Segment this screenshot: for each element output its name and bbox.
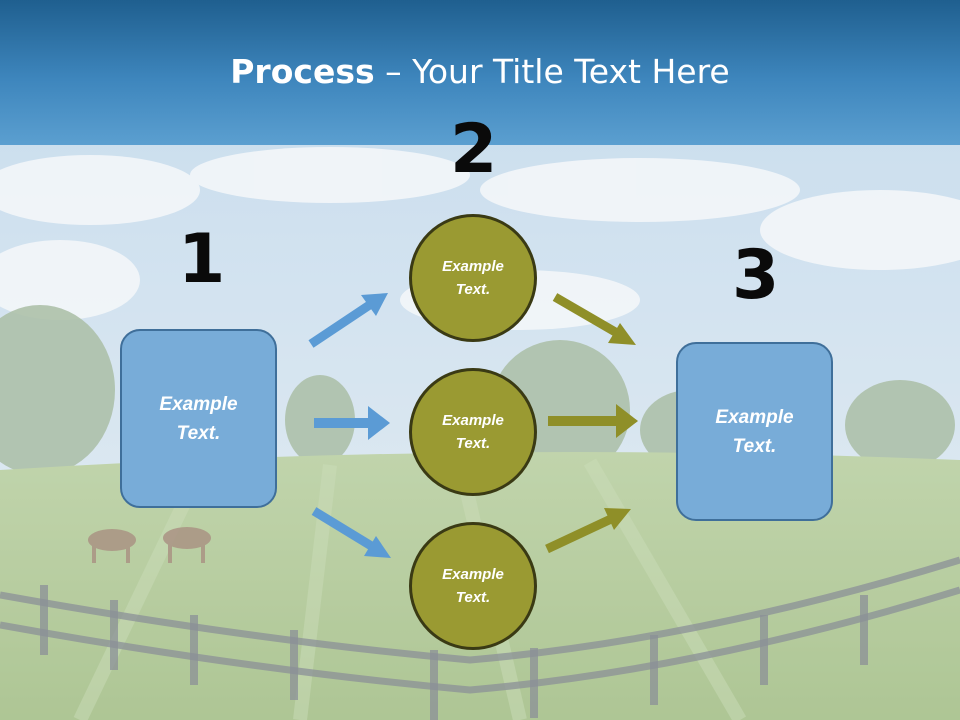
step-2-circle-middle: Example Text.	[409, 368, 537, 496]
circle-middle-text: Example Text.	[442, 412, 504, 452]
arrow-1-to-middle	[314, 406, 390, 440]
title-bar	[0, 0, 960, 145]
title-bold: Process	[230, 52, 375, 91]
step-3-box: Example Text.	[676, 342, 833, 521]
step-2-circle-top: Example Text.	[409, 214, 537, 342]
circle-bottom-text: Example Text.	[442, 566, 504, 606]
arrow-1-to-top	[308, 293, 388, 348]
step-number-2: 2	[450, 110, 498, 189]
arrow-bottom-to-3	[545, 508, 631, 554]
circle-top-text: Example Text.	[442, 258, 504, 298]
title-rest: – Your Title Text Here	[374, 52, 730, 91]
step-1-box: Example Text.	[120, 329, 277, 508]
step-number-1: 1	[178, 220, 226, 299]
step-1-text: Example Text.	[159, 393, 238, 444]
slide-title: Process – Your Title Text Here	[0, 52, 960, 91]
step-2-circle-bottom: Example Text.	[409, 522, 537, 650]
arrow-1-to-bottom	[311, 507, 391, 558]
step-number-3: 3	[732, 236, 780, 315]
arrow-middle-to-3	[548, 404, 638, 438]
step-3-text: Example Text.	[715, 406, 794, 457]
arrow-top-to-3	[552, 293, 636, 345]
